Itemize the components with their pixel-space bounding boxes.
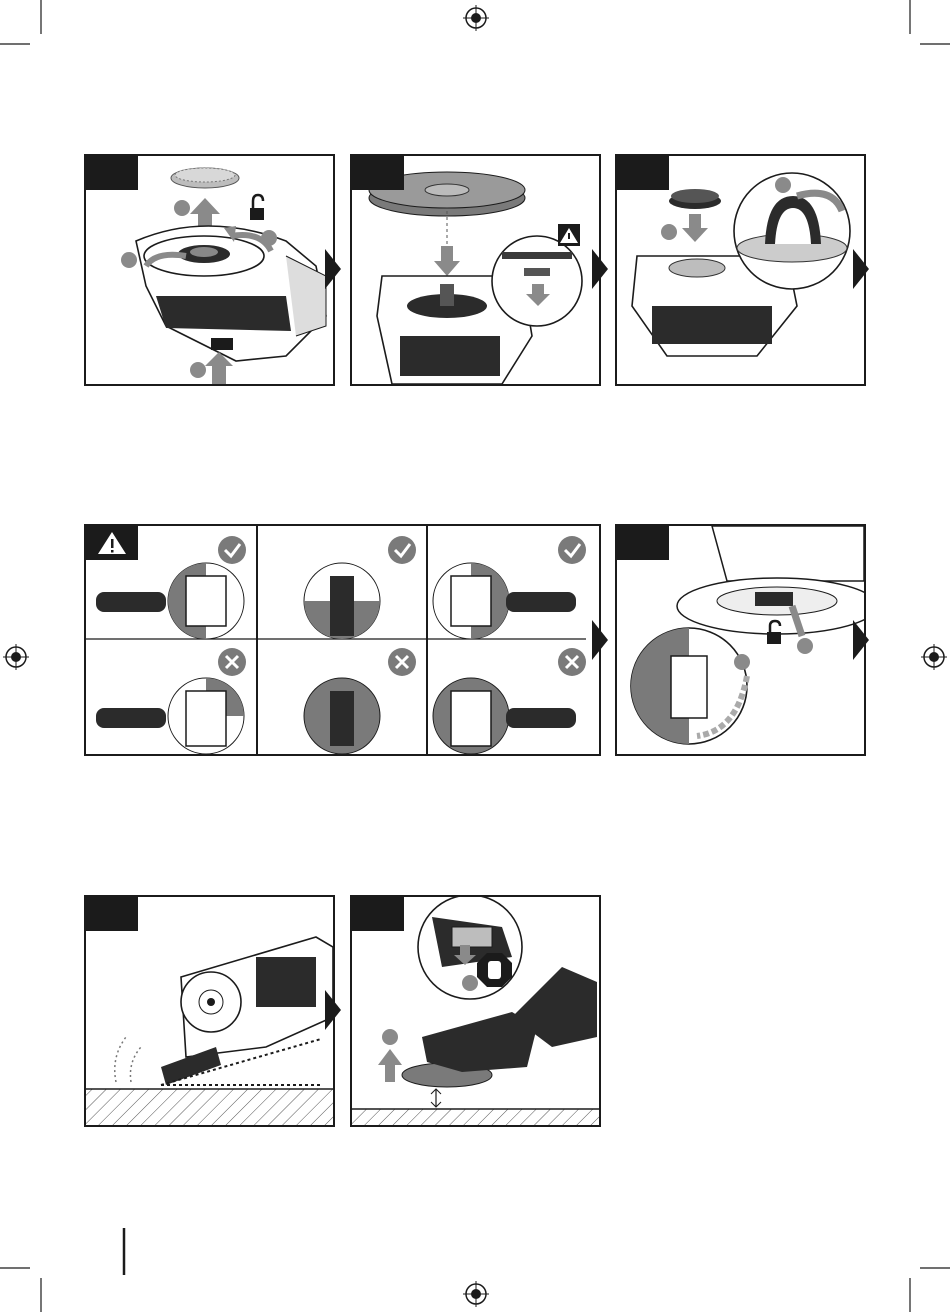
stop-hand-icon [477, 953, 512, 987]
panel-grinding-angle [84, 895, 335, 1127]
step-tab [617, 526, 669, 560]
next-step-arrow-icon [853, 620, 869, 660]
cross-badge-icon [218, 648, 246, 676]
step-tab [617, 156, 669, 190]
panel-remove-flange-nut [84, 154, 335, 386]
next-step-arrow-icon [592, 249, 608, 289]
illustration-grinding-angle [86, 897, 333, 1125]
panel-fit-disc [350, 154, 601, 386]
next-step-arrow-icon [325, 249, 341, 289]
warning-triangle-icon [558, 224, 580, 246]
panel-guard-orientation-grid [84, 524, 601, 756]
next-step-arrow-icon [592, 620, 608, 660]
illustration-adjust-guard [617, 526, 864, 754]
illustration-guard-orientation [86, 526, 599, 754]
illustration-tighten-flange-nut [617, 156, 864, 384]
registration-mark-top [463, 5, 489, 31]
illustration-remove-flange-nut [86, 156, 333, 384]
panel-tighten-flange-nut [615, 154, 866, 386]
panel-adjust-guard [615, 524, 866, 756]
cross-badge-icon [558, 648, 586, 676]
check-badge-icon [388, 536, 416, 564]
step-tab [86, 897, 138, 931]
check-badge-icon [218, 536, 246, 564]
illustration-switch-off [352, 897, 599, 1125]
step-tab [352, 156, 404, 190]
step-tab [352, 897, 404, 931]
check-badge-icon [558, 536, 586, 564]
registration-mark-left [3, 644, 29, 670]
illustration-fit-disc [352, 156, 599, 384]
registration-mark-right [921, 644, 947, 670]
panel-switch-off [350, 895, 601, 1127]
registration-mark-bottom [463, 1281, 489, 1307]
unlock-padlock-icon [250, 195, 264, 220]
next-step-arrow-icon [325, 990, 341, 1030]
cross-badge-icon [388, 648, 416, 676]
step-tab [86, 156, 138, 190]
warning-triangle-icon [86, 526, 138, 560]
next-step-arrow-icon [853, 249, 869, 289]
